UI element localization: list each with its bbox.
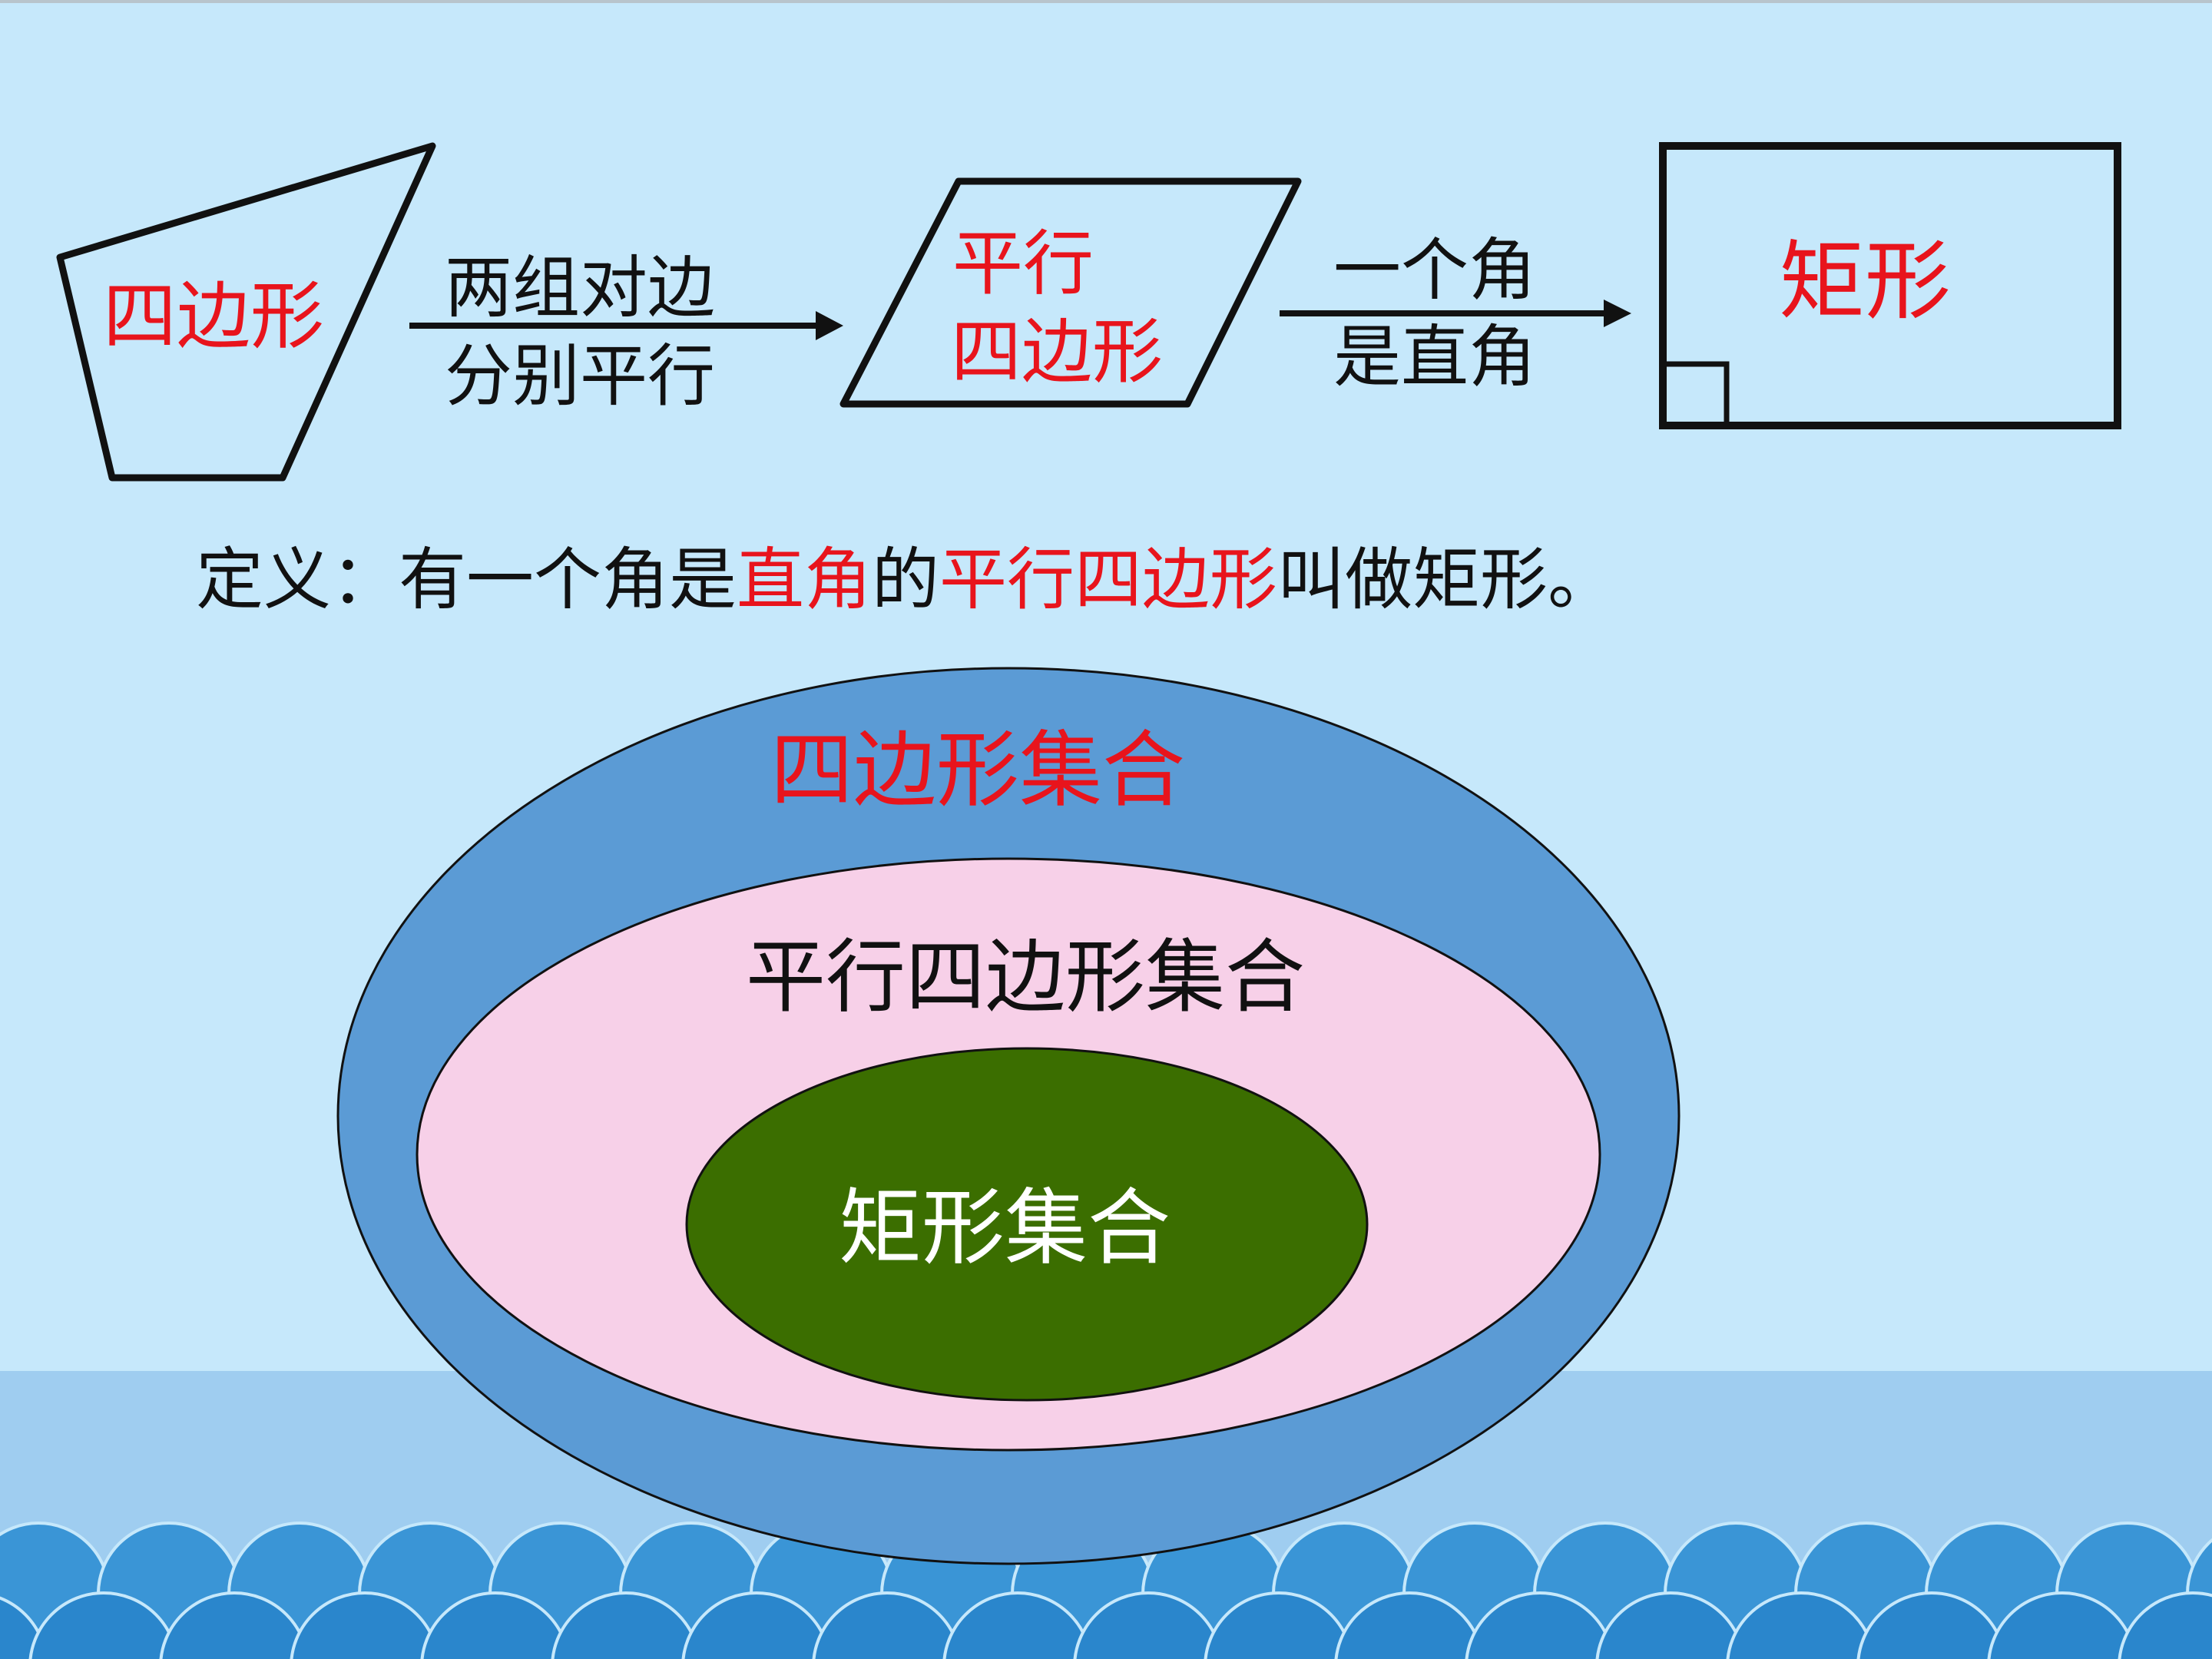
wave-scallop (1465, 1591, 1615, 1659)
wave-scallop (942, 1591, 1093, 1659)
arrow-2-top-label: 一个角 (1333, 230, 1536, 310)
top-edge-line (0, 0, 2212, 3)
wave-scallop (1073, 1591, 1224, 1659)
rectangle-label: 矩形 (1779, 232, 1951, 332)
rectangle-shape (1659, 142, 2121, 429)
definition-text: 定义：有一个角是直角的平行四边形叫做矩形。 (196, 540, 1615, 619)
arrow-2-head (1604, 300, 1631, 327)
parallelogram-set-label: 平行四边形集合 (746, 930, 1305, 1024)
wave-scallop (290, 1591, 440, 1659)
wave-scallop (812, 1591, 962, 1659)
wave-scallop (1204, 1591, 1354, 1659)
wave-scallop (159, 1591, 310, 1659)
wave-scallop (1726, 1591, 1876, 1659)
quadrilateral-label: 四边形 (103, 273, 324, 359)
quadrilateral-set-label: 四边形集合 (770, 723, 1185, 819)
wave-scallop (2118, 1591, 2212, 1659)
wave-scallop (551, 1591, 701, 1659)
definition-part-3: 的 (872, 540, 939, 619)
right-angle-marker (1663, 361, 1730, 426)
rectangle-set-ellipse (685, 1047, 1369, 1402)
wave-decoration (0, 1522, 2212, 1659)
wave-scallop (28, 1591, 179, 1659)
parallelogram-label-line2: 四边形 (951, 311, 1163, 393)
wave-scallop (1987, 1591, 2137, 1659)
rectangle-set-label: 矩形集合 (839, 1181, 1171, 1277)
wave-scallop (1595, 1591, 1746, 1659)
parallelogram-label-line1: 平行 (952, 223, 1094, 305)
parallelogram-shape (839, 177, 1302, 408)
quadrilateral-shape (56, 142, 436, 482)
arrow-1-top-label: 两组对边 (445, 248, 715, 327)
wave-scallop (420, 1591, 571, 1659)
wave-scallop (681, 1591, 832, 1659)
wave-scallop (1334, 1591, 1485, 1659)
arrow-1-bottom-label: 分别平行 (445, 336, 715, 416)
definition-part-5: 叫做矩形。 (1277, 540, 1615, 619)
arrow-2-bottom-label: 是直角 (1333, 317, 1536, 396)
definition-part-1: 定义：有一个角是 (196, 540, 737, 619)
arrow-1-head (816, 311, 843, 340)
wave-scallop (1856, 1591, 2007, 1659)
definition-part-4: 平行四边形 (939, 540, 1277, 619)
definition-part-2: 直角 (737, 540, 872, 619)
